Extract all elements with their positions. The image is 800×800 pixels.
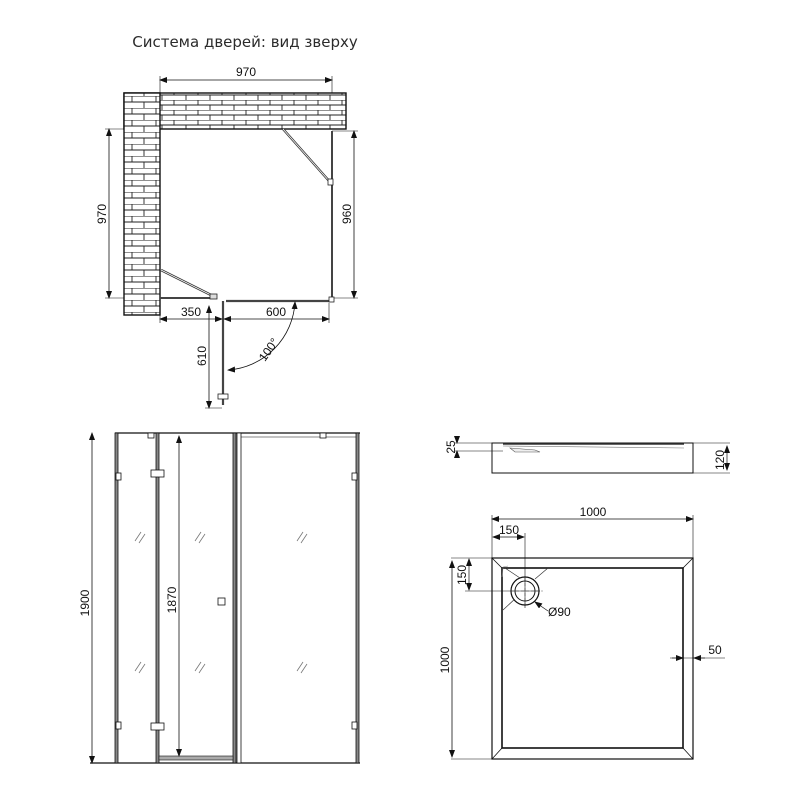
dim-drain-offset-y: 150 [455, 565, 469, 585]
front-view: 1900 1870 [78, 432, 360, 764]
tray-side-view: 25 120 [444, 436, 730, 474]
wall-left [123, 92, 161, 316]
dim-left-height: 970 [95, 204, 109, 224]
wall-top [123, 92, 347, 130]
dim-drain-diameter: Ø90 [548, 605, 571, 619]
dim-tray-depth: 1000 [438, 646, 452, 673]
dim-bottom-right: 600 [266, 305, 286, 319]
drawing-title: Система дверей: вид зверху [132, 33, 358, 51]
dim-tray-height: 120 [713, 450, 727, 470]
dim-rim-height: 25 [444, 440, 458, 454]
dim-right-height: 960 [340, 204, 354, 224]
dim-door-depth: 610 [195, 346, 209, 366]
door-handle-icon [217, 597, 226, 606]
dim-bottom-left: 350 [181, 305, 201, 319]
dim-tray-width: 1000 [580, 505, 607, 519]
dim-drain-offset-x: 150 [499, 523, 519, 537]
dim-top-width: 970 [236, 65, 256, 79]
dim-rim-width: 50 [708, 643, 722, 657]
top-view: 970 970 960 100° 350 600 [95, 65, 358, 409]
dim-total-height: 1900 [78, 589, 92, 616]
dim-door-height: 1870 [165, 586, 179, 613]
tray-top-view: 1000 150 150 Ø90 1000 50 [438, 505, 725, 760]
dim-door-angle: 100° [256, 335, 282, 364]
